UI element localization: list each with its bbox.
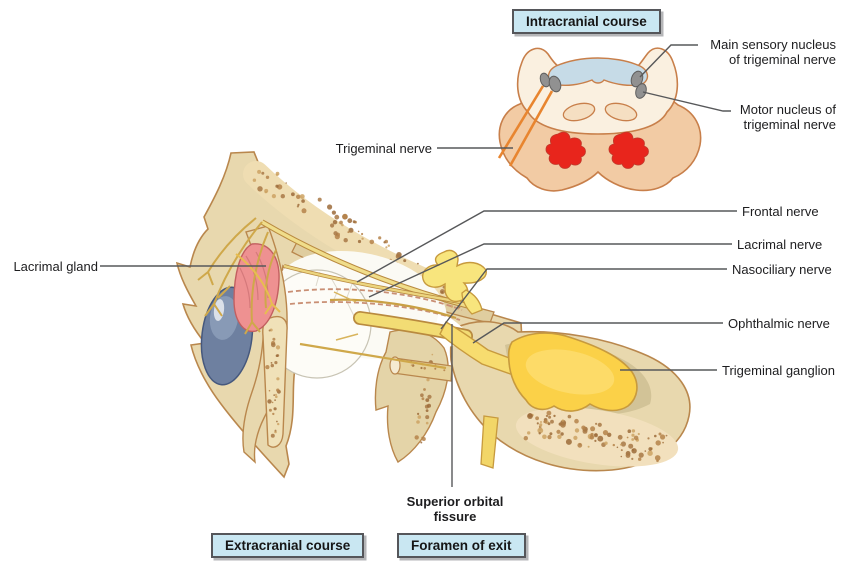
motor-nucleus-left	[539, 72, 551, 88]
brainstem-illustration	[497, 47, 702, 192]
label-main-sensory-line2: of trigeminal nerve	[729, 52, 836, 67]
label-motor-line2: trigeminal nerve	[743, 117, 837, 132]
nasociliary-nerve-shape	[329, 298, 457, 320]
label-lacrimal-nerve: Lacrimal nerve	[737, 237, 823, 252]
red-nucleus-left	[545, 131, 586, 169]
label-nasociliary-nerve: Nasociliary nerve	[732, 262, 832, 277]
label-frontal-nerve: Frontal nerve	[742, 204, 819, 219]
trigeminal-nerve-root-2	[508, 90, 554, 167]
intracranial-course-tag: Intracranial course	[512, 9, 661, 34]
petrous-trabeculae	[523, 410, 668, 463]
ciliary-nerves	[333, 291, 359, 341]
leader-motor	[642, 91, 731, 112]
leader-frontal	[356, 210, 737, 283]
leader-nasociliary	[440, 268, 727, 330]
label-sof-line2: fissure	[433, 509, 477, 524]
infraorbital-nerve	[299, 342, 447, 370]
main-sensory-nucleus-right	[630, 70, 644, 88]
fissure-nerve-stumps	[422, 249, 487, 303]
extracranial-course-tag: Extracranial course	[211, 533, 365, 558]
lacrimal-nerve-shape	[283, 264, 461, 304]
main-sensory-nucleus-left	[548, 75, 562, 93]
foramen-of-exit-tag: Foramen of exit	[397, 533, 526, 558]
petrous-marrow	[515, 407, 679, 467]
label-main-sensory-nucleus: Main sensory nucleus of trigeminal nerve	[710, 37, 836, 67]
label-sof-line1: Superior orbital	[406, 494, 504, 509]
trigeminal-nerve-root-1	[497, 85, 545, 159]
medial-lemniscus-right	[604, 102, 638, 122]
label-trigeminal-nerve: Trigeminal nerve	[335, 141, 432, 156]
red-nucleus-right	[608, 131, 649, 169]
medial-lemniscus-left	[562, 102, 596, 122]
strut-trabeculae	[265, 328, 281, 438]
label-superior-orbital-fissure: Superior orbital fissure	[400, 494, 510, 524]
label-main-sensory-line1: Main sensory nucleus	[710, 37, 836, 52]
ganglion-highlight	[525, 349, 615, 395]
label-ophthalmic-nerve: Ophthalmic nerve	[728, 316, 830, 331]
label-motor-line1: Motor nucleus of	[739, 102, 836, 117]
pterygoid-plate	[374, 329, 449, 463]
label-lacrimal-gland: Lacrimal gland	[13, 259, 98, 274]
leader-lacrimal-nerve	[368, 243, 732, 298]
label-trigeminal-ganglion: Trigeminal ganglion	[722, 363, 835, 378]
supraorbital-branches	[197, 217, 277, 335]
leader-lines	[100, 44, 737, 487]
leader-ophthalmic	[472, 322, 723, 344]
maxillary-nerve-cut-face	[389, 356, 401, 375]
lacrimal-gland-nerve	[235, 253, 281, 315]
mandibular-nerve-stub	[480, 415, 499, 469]
ganglion-group	[422, 249, 638, 469]
label-motor-nucleus: Motor nucleus of trigeminal nerve	[740, 102, 836, 132]
leader-main-sensory	[639, 44, 698, 78]
